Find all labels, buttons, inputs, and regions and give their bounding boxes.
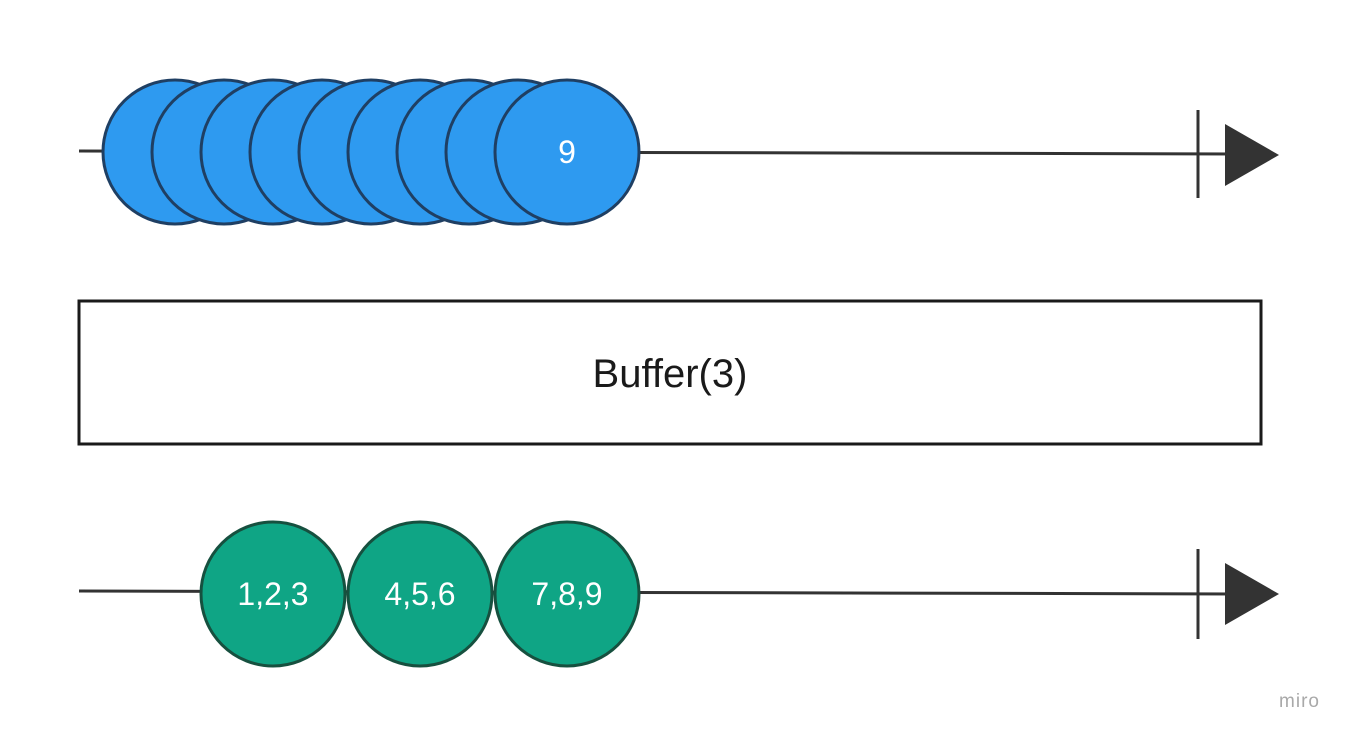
input-stream: 9: [78, 78, 1279, 226]
output_stream-marble-circle: [199, 520, 347, 668]
output_stream-marble: 7,8,9: [493, 520, 641, 668]
output-stream: 1,2,3 4,5,6 7,8,9: [78, 520, 1279, 668]
operator-box: [77, 299, 1263, 446]
input-arrowhead: [1225, 124, 1279, 186]
operator: Buffer(3): [77, 299, 1263, 446]
output_stream-marble-label: 1,2,3: [237, 576, 308, 612]
output_stream-marble: 1,2,3: [199, 520, 347, 668]
operator-label: Buffer(3): [593, 352, 748, 396]
input_stream-marble: 9: [493, 78, 641, 226]
input-marbles: 9: [101, 78, 641, 226]
miro-watermark: miro: [1279, 691, 1320, 712]
output_stream-marble-circle: [493, 520, 641, 668]
input_stream-marble-circle: [493, 78, 641, 226]
output_stream-marble-label: 7,8,9: [531, 576, 602, 612]
output_stream-marble-circle: [346, 520, 494, 668]
output_stream-marble-label: 4,5,6: [384, 576, 455, 612]
input_stream-marble-label: 9: [558, 134, 576, 170]
output-marbles: 1,2,3 4,5,6 7,8,9: [199, 520, 641, 668]
output-arrowhead: [1225, 563, 1279, 625]
output_stream-marble: 4,5,6: [346, 520, 494, 668]
